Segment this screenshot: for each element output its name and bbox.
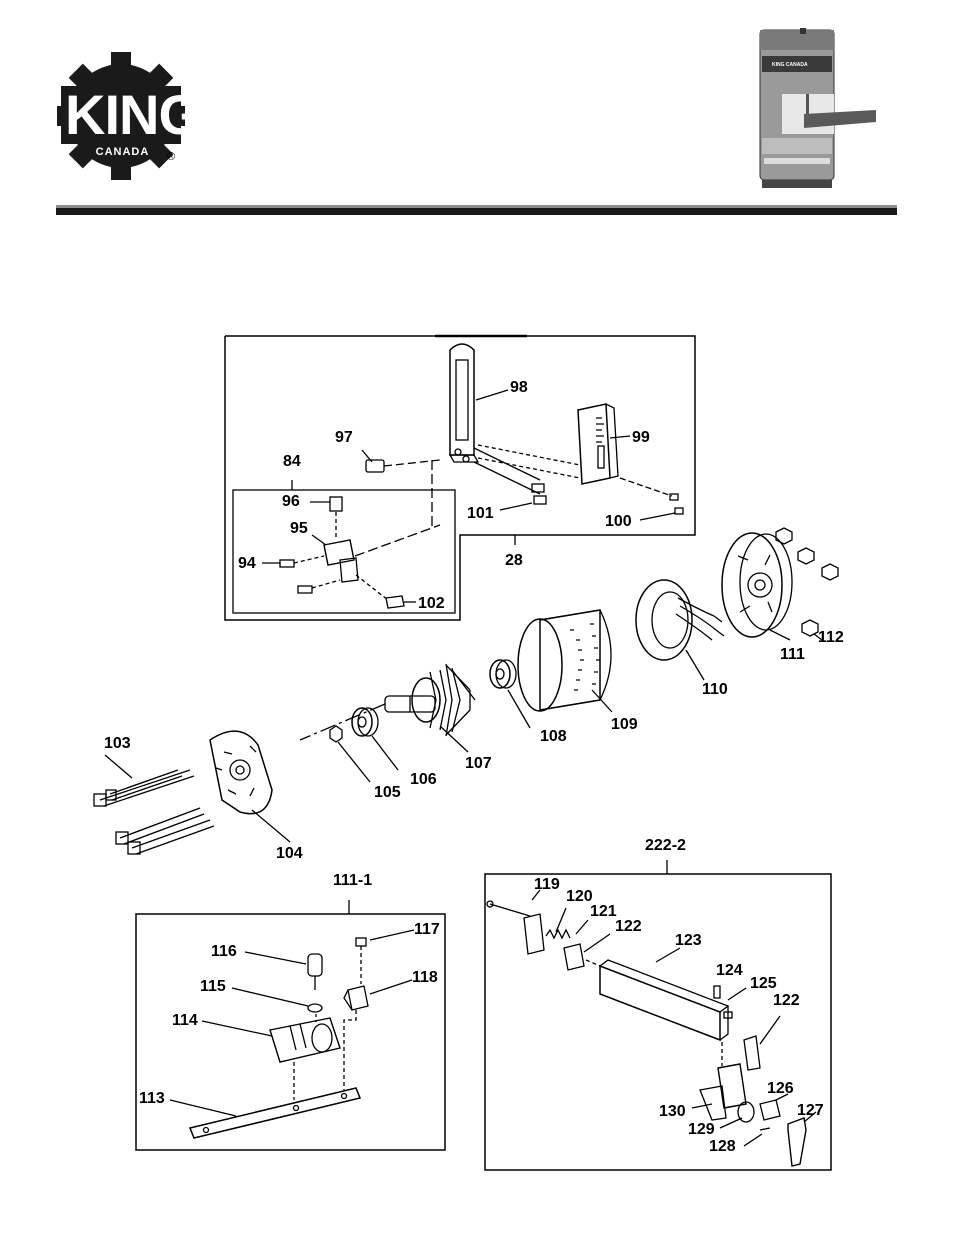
part-label: 104 [276, 846, 303, 862]
part-label: 122 [615, 919, 642, 935]
part-label: 119 [534, 877, 560, 893]
part-label: 113 [139, 1091, 165, 1107]
scale-99 [578, 404, 630, 484]
part-label: 106 [410, 772, 437, 788]
bearing-106 [330, 708, 398, 782]
rotor-107 [300, 664, 475, 752]
part-label: 116 [211, 944, 237, 960]
part-label: 105 [374, 785, 401, 801]
part-label: 114 [172, 1013, 198, 1029]
part-label: 102 [418, 596, 445, 612]
part-label: 94 [238, 556, 256, 572]
screws-101-100 [500, 478, 683, 520]
part-label: 129 [688, 1122, 715, 1138]
part-label: 120 [566, 889, 593, 905]
part-label: 97 [335, 430, 353, 446]
part-label: 124 [716, 963, 743, 979]
part-label: 111 [780, 647, 805, 663]
part-label: 127 [797, 1103, 824, 1119]
field-coil-110 [636, 580, 724, 680]
part-label: 100 [605, 514, 632, 530]
part-label: 126 [767, 1081, 794, 1097]
fence-bar-98 [450, 344, 580, 494]
end-bell-111 [722, 528, 838, 640]
part-label: 107 [465, 756, 492, 772]
part-label: 108 [540, 729, 567, 745]
part-label: 99 [632, 430, 650, 446]
part-label: 122 [773, 993, 800, 1009]
part-label: 110 [702, 682, 728, 698]
part-label: 118 [412, 970, 438, 986]
assembly-label-fence: 28 [505, 553, 523, 569]
part-label: 115 [200, 979, 226, 995]
part-label: 103 [104, 736, 131, 752]
part-label: 112 [818, 630, 844, 646]
part-label: 125 [750, 976, 777, 992]
part-label: 123 [675, 933, 702, 949]
motor-housing-109 [518, 610, 612, 712]
guide-parts [262, 460, 440, 608]
part-label: 121 [590, 904, 617, 920]
part-label: 95 [290, 521, 308, 537]
part-label: 128 [709, 1139, 736, 1155]
tension-assembly-frame [485, 860, 831, 1170]
part-label: 96 [282, 494, 300, 510]
assembly-label-motor-end: 111-1 [333, 873, 372, 889]
assembly-label-tension: 222-2 [645, 838, 686, 854]
assembly-label-guide: 84 [283, 454, 301, 470]
part-label: 109 [611, 717, 638, 733]
screw-97 [362, 450, 440, 472]
bearing-108 [490, 660, 530, 728]
fence-assembly-frame [225, 336, 695, 620]
part-label: 98 [510, 380, 528, 396]
part-label: 117 [414, 922, 440, 938]
part-label: 130 [659, 1104, 686, 1120]
part-label: 101 [467, 506, 494, 522]
